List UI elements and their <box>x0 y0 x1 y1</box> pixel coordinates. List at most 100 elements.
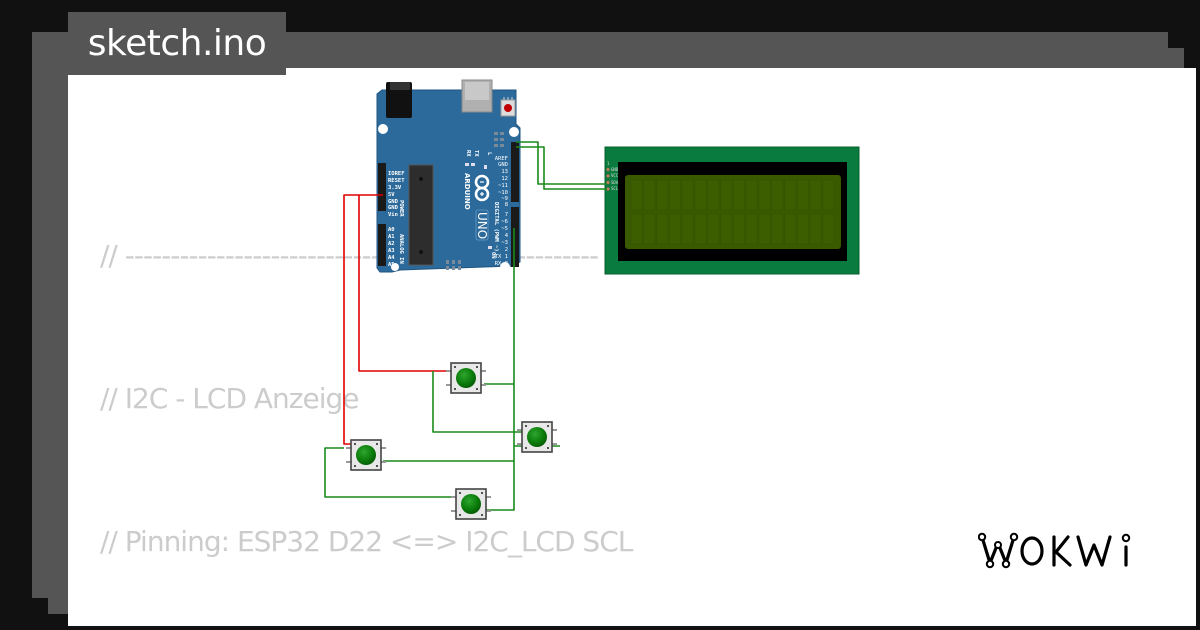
lcd-char-cell <box>707 213 720 245</box>
lcd-char-cell <box>630 179 643 211</box>
pin-label: GND <box>498 162 508 168</box>
pin-label: RESET <box>388 178 405 184</box>
analog-section-label: ANALOG IN <box>398 234 404 264</box>
pin-label: ~11 <box>498 183 508 189</box>
lcd-char-cell <box>784 179 797 211</box>
pin-label: A2 <box>388 241 395 247</box>
lcd-1602-display[interactable]: 1 GND VCC SDA SCL <box>604 146 860 275</box>
lcd-char-cell <box>771 213 784 245</box>
reset-button[interactable] <box>500 97 516 117</box>
pin-label: ~5 <box>501 226 508 232</box>
pin-label: A5 <box>388 262 395 268</box>
simulation-canvas: // -------------------------------------… <box>68 68 1196 626</box>
lcd-pin-gnd[interactable] <box>605 167 611 172</box>
wire-btn3-btn4[interactable] <box>324 447 452 498</box>
l-led <box>484 165 487 169</box>
wire-gnd-bus[interactable] <box>484 228 515 511</box>
lcd-pin-label: SDA <box>611 180 619 185</box>
lcd-char-cell <box>720 179 733 211</box>
pin-label: 7 <box>505 212 508 218</box>
push-button-1[interactable] <box>446 362 486 394</box>
digital-header-top <box>511 142 519 202</box>
code-line: // Pinning: ESP32 D22 <=> I2C_LCD SCL <box>100 525 633 559</box>
lcd-pin-label: SCL <box>611 186 619 191</box>
lcd-char-cell <box>745 213 758 245</box>
pin-label: ~10 <box>498 190 508 196</box>
lcd-char-cell <box>809 179 822 211</box>
lcd-pin-label: GND <box>611 167 619 172</box>
push-button-2[interactable] <box>517 421 557 453</box>
arduino-model: UNO <box>475 212 489 239</box>
wire-scl[interactable] <box>516 146 607 190</box>
power-header <box>378 163 386 211</box>
pin-label: 4 <box>505 233 509 239</box>
pin-label: IOREF <box>388 171 405 177</box>
lcd-char-cell <box>656 179 669 211</box>
lcd-char-cell <box>733 179 745 211</box>
pin-label: A0 <box>388 227 395 233</box>
button-cap[interactable] <box>456 368 476 388</box>
lcd-char-cell <box>643 213 656 245</box>
pin-label: GND <box>388 205 399 211</box>
lcd-pin-label: VCC <box>611 173 619 178</box>
wire-5v-a[interactable] <box>343 194 383 445</box>
pin-label: RX 0 <box>495 261 508 267</box>
pin-label: AREF <box>495 156 508 162</box>
lcd-char-cell <box>733 213 745 245</box>
pin-label: ~6 <box>501 219 508 225</box>
lcd-character-grid <box>630 179 835 245</box>
lcd-char-cell <box>797 179 809 211</box>
pin-label: ~3 <box>501 240 508 246</box>
pin-label: A1 <box>388 234 395 240</box>
lcd-char-cell <box>720 213 733 245</box>
analog-header <box>378 224 386 266</box>
wire-sda[interactable] <box>516 141 607 185</box>
lcd-char-cell <box>669 213 681 245</box>
lcd-pin-vcc[interactable] <box>605 173 611 179</box>
pin-label: A4 <box>388 255 395 261</box>
lcd-char-cell <box>656 213 669 245</box>
digital-header-bottom <box>511 207 519 267</box>
arduino-uno-board[interactable]: IOREF RESET 3.3V 5V GND GND Vin A0 A1 A2… <box>376 79 521 273</box>
lcd-char-cell <box>694 179 707 211</box>
wire-btn1-btn2[interactable] <box>432 371 522 433</box>
lcd-char-cell <box>758 179 771 211</box>
pin-label: 13 <box>501 169 508 175</box>
button-cap[interactable] <box>356 445 376 465</box>
lcd-char-cell <box>758 213 771 245</box>
lcd-char-cell <box>681 179 694 211</box>
lcd-char-cell <box>643 179 656 211</box>
lcd-char-cell <box>771 179 784 211</box>
rx-led <box>465 163 469 166</box>
atmega-chip <box>408 164 434 266</box>
push-button-3[interactable] <box>346 439 386 471</box>
lcd-char-cell <box>797 213 809 245</box>
pin-label: 3.3V <box>388 185 402 191</box>
button-cap[interactable] <box>461 494 481 514</box>
lcd-char-cell <box>630 213 643 245</box>
lcd-char-cell <box>694 213 707 245</box>
sketch-filename-tab[interactable]: sketch.ino <box>68 12 286 75</box>
rx-label: RX <box>465 150 471 157</box>
arduino-logo-icon <box>474 174 490 202</box>
pin-label: 12 <box>501 176 508 182</box>
push-button-4[interactable] <box>451 488 491 520</box>
pin-label: ~9 <box>501 196 508 202</box>
pin-label: TX 1 <box>495 254 508 260</box>
on-label: ON <box>490 252 496 259</box>
lcd-pin-sda[interactable] <box>605 180 611 185</box>
wokwi-logo-icon <box>977 532 1131 569</box>
pin-label: GND <box>388 199 399 205</box>
button-cap[interactable] <box>527 427 547 447</box>
power-section-label: POWER <box>398 200 404 217</box>
lcd-char-cell <box>669 179 681 211</box>
project-frame: // -------------------------------------… <box>32 32 1196 626</box>
pin-label: 8 <box>505 202 508 208</box>
mounting-hole <box>391 263 399 271</box>
wire-5v-b[interactable] <box>358 195 452 372</box>
pin-label: Vin <box>388 212 398 218</box>
mounting-hole <box>500 262 510 272</box>
mounting-hole <box>378 124 388 134</box>
wokwi-logo <box>977 527 1148 579</box>
